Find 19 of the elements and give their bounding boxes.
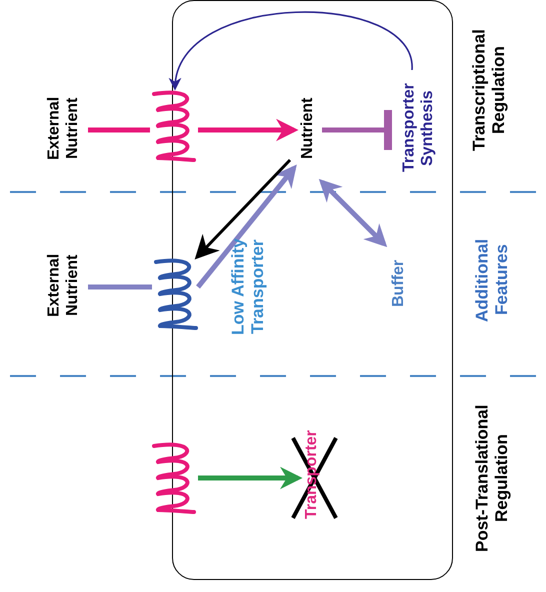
arrow [318, 178, 388, 248]
arrow [198, 466, 302, 490]
section-label: Transcriptional Regulation [468, 28, 509, 153]
process-label: Transporter Synthesis [395, 71, 443, 185]
arrow [170, 11, 413, 90]
nutrient-label: External Nutrient [40, 243, 88, 327]
coil-drawing [150, 440, 196, 514]
nutrient-label: External Nutrient [40, 86, 88, 170]
buffer-label: Buffer [385, 251, 413, 315]
transporter-label: Transporter [299, 417, 325, 533]
section-label: Low Affinity Transporter [227, 238, 268, 338]
section-label: Additional Features [471, 237, 512, 324]
arrow [198, 118, 298, 142]
arrow [194, 158, 292, 260]
cell-outline [172, 0, 453, 580]
section-label: Post-Translational Regulation [471, 403, 512, 554]
arrow [196, 164, 297, 289]
nutrient-label: Nutrient [295, 87, 321, 169]
coil-drawing [152, 256, 198, 328]
